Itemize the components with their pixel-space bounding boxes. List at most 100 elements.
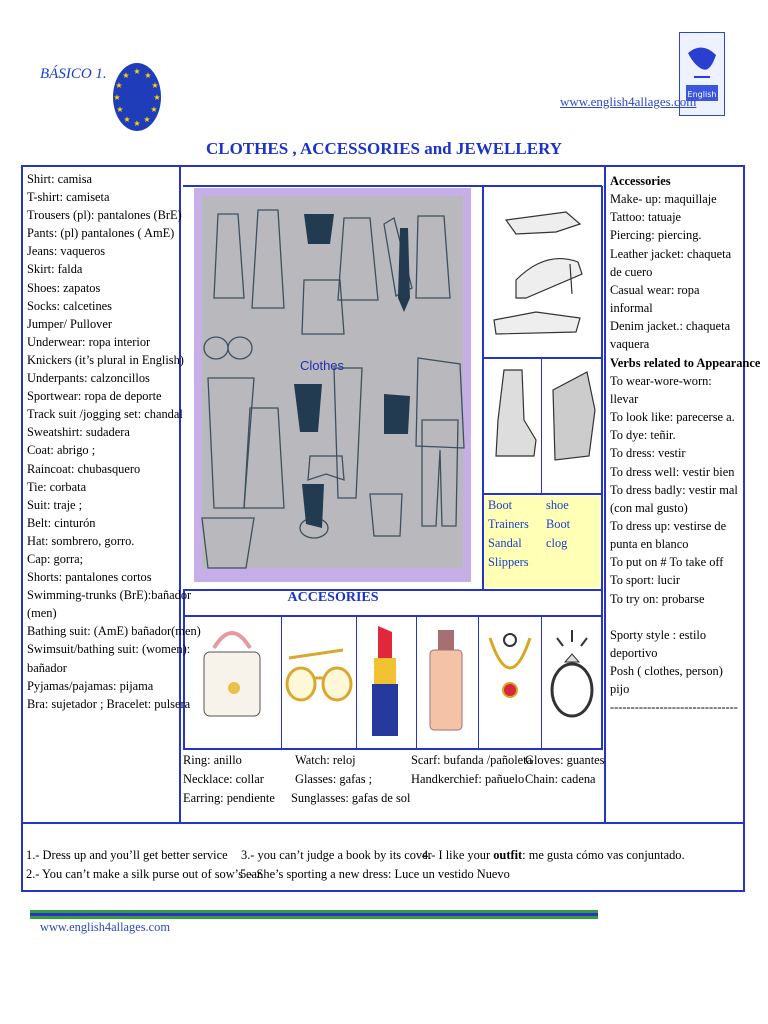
- english-logo: English: [679, 32, 725, 116]
- accessories-heading: ACCESORIES: [287, 590, 379, 605]
- accessory-word: Sunglasses: gafas de sol: [291, 791, 411, 805]
- vocab-item: Bathing suit: (AmE) bañador(men): [27, 624, 201, 639]
- accessory-word: Watch: reloj: [295, 753, 356, 767]
- eu-flag-icon: ★★★ ★★★ ★★★ ★★★: [113, 63, 161, 131]
- right-item: Piercing: piercing.: [610, 228, 702, 243]
- right-item: To dye: teñir.: [610, 428, 676, 443]
- divider: [604, 166, 606, 824]
- accessory-word: Ring: anillo: [183, 753, 242, 767]
- vocab-item: Tie: corbata: [27, 479, 87, 494]
- idiom-2: 2.- You can’t make a silk purse out of s…: [26, 867, 264, 881]
- vocab-item: Underwear: ropa interior: [27, 334, 151, 349]
- shoe-word: Slippers: [488, 555, 529, 569]
- divider: [22, 822, 744, 824]
- accessory-word: Chain: cadena: [525, 772, 596, 786]
- verbs-title: Verbs related to Appearance: [610, 355, 761, 370]
- divider: [179, 166, 181, 824]
- vocab-item: Shorts: pantalones cortos: [27, 570, 152, 585]
- svg-text:★: ★: [116, 105, 123, 114]
- vocab-item: Pants: (pl) pantalones ( AmE): [27, 226, 175, 241]
- vocab-item: Socks: calcetines: [27, 298, 112, 313]
- right-item: To wear-wore-worn: llevar: [610, 373, 712, 406]
- svg-text:★: ★: [115, 81, 122, 90]
- svg-text:★: ★: [133, 67, 140, 76]
- accessory-word: Glasses: gafas ;: [295, 772, 373, 786]
- vocab-item: Swimsuit/bathing suit: (women):: [27, 642, 191, 657]
- vocab-item: Skirt: falda: [27, 262, 83, 277]
- glasses-image: [285, 648, 353, 702]
- vocab-item: Shoes: zapatos: [27, 280, 101, 295]
- shoes-row: Sandal clog: [484, 534, 601, 553]
- right-item: To dress well: vestir bien: [610, 464, 735, 479]
- vocab-item: Cap: gorra;: [27, 551, 84, 566]
- level-label: BÁSICO 1.: [40, 66, 107, 82]
- right-item: Casual wear: ropa informal: [610, 282, 700, 316]
- vocab-item: Shirt: camisa: [27, 172, 93, 186]
- shoe-word: Boot: [488, 498, 513, 512]
- vocab-item: Knickers (it’s plural in English): [27, 352, 184, 367]
- svg-text:★: ★: [113, 93, 120, 102]
- page-title: CLOTHES , ACCESSORIES and JEWELLERY: [205, 139, 563, 158]
- right-item: To dress: vestir: [610, 446, 686, 461]
- shoe-word: shoe: [546, 498, 569, 512]
- right-item: Make- up: maquillaje: [610, 192, 717, 207]
- right-item: To try on: probarse: [610, 591, 705, 606]
- right-item: To dress badly: vestir mal (con mal gust…: [610, 482, 738, 515]
- shoe-word: Sandal: [488, 536, 522, 550]
- right-item: To look like: parecerse a.: [610, 410, 735, 425]
- right-item: To dress up: vestirse de punta en blanco: [610, 518, 727, 552]
- right-item: To sport: lucir: [610, 573, 681, 588]
- vocab-item: Suit: traje ;: [27, 497, 83, 512]
- accessory-word: Gloves: guantes: [525, 753, 605, 767]
- main-frame: [21, 165, 745, 892]
- svg-text:★: ★: [133, 119, 140, 128]
- footer-website-link[interactable]: www.english4allages.com: [40, 920, 170, 934]
- ring-image: [550, 630, 594, 718]
- website-link[interactable]: www.english4allages.com: [560, 94, 697, 109]
- vocab-item: Raincoat: chubasquero: [27, 461, 141, 476]
- vocab-item: Track suit /jogging set: chandal: [27, 407, 183, 422]
- shoe-word: Boot: [546, 517, 571, 531]
- logo-text: English: [688, 90, 717, 99]
- idiom-5: 5.- She’s sporting a new dress: Luce un …: [240, 867, 510, 881]
- svg-text:★: ★: [153, 93, 160, 102]
- clog-image: [552, 371, 596, 461]
- vocab-item: Swimming-trunks (BrE):bañador: [27, 588, 192, 603]
- idiom-3: 3.- you can’t judge a book by its cover: [241, 848, 432, 862]
- vocab-item: Pyjamas/pajamas: pijama: [27, 678, 154, 693]
- idiom-1: 1.- Dress up and you’ll get better servi…: [26, 848, 228, 862]
- necklace-image: [488, 633, 532, 698]
- svg-text:★: ★: [143, 115, 150, 124]
- shoes-row: Trainers Boot: [484, 515, 601, 534]
- accessory-word: Handkerchief: pañuelo: [411, 772, 525, 786]
- shoe-word: clog: [546, 536, 568, 550]
- bag-image: [203, 631, 261, 717]
- shoe-word: Trainers: [488, 517, 529, 531]
- vocab-item: Hat: sombrero, gorro.: [27, 533, 135, 548]
- dashes: -------------------------------: [610, 700, 738, 715]
- vocab-item: Coat: abrigo ;: [27, 443, 96, 458]
- vocab-item: Bra: sujetador ; Bracelet: pulsera: [27, 696, 191, 711]
- clothes-label: Clothes: [300, 358, 345, 373]
- boot-image: [495, 369, 537, 457]
- right-item: To put on # To take off: [610, 555, 724, 570]
- accessories-title: Accessories: [610, 174, 671, 188]
- svg-text:★: ★: [151, 81, 158, 90]
- svg-text:★: ★: [150, 105, 157, 114]
- vocab-item: Jumper/ Pullover: [27, 316, 113, 331]
- right-item: Tattoo: tatuaje: [610, 210, 682, 225]
- shoes-row: Slippers: [484, 553, 601, 572]
- accessory-word: Earring: pendiente: [183, 791, 275, 805]
- vocab-item: Belt: cinturón: [27, 515, 96, 530]
- right-item: Posh ( clothes, person) pijo: [610, 664, 723, 697]
- right-item: Denim jacket.: chaqueta vaquera: [610, 319, 731, 352]
- vocab-item: Sweatshirt: sudadera: [27, 425, 130, 440]
- accessory-word: Necklace: collar: [183, 772, 264, 786]
- vocab-item: Underpants: calzoncillos: [27, 371, 150, 386]
- accessory-word: Scarf: bufanda /pañoleta: [411, 753, 533, 767]
- vocab-item: Jeans: vaqueros: [27, 244, 106, 259]
- vocab-item: T-shirt: camiseta: [27, 190, 110, 205]
- idiom-4: 4.- I like your outfit: me gusta cómo va…: [422, 848, 685, 862]
